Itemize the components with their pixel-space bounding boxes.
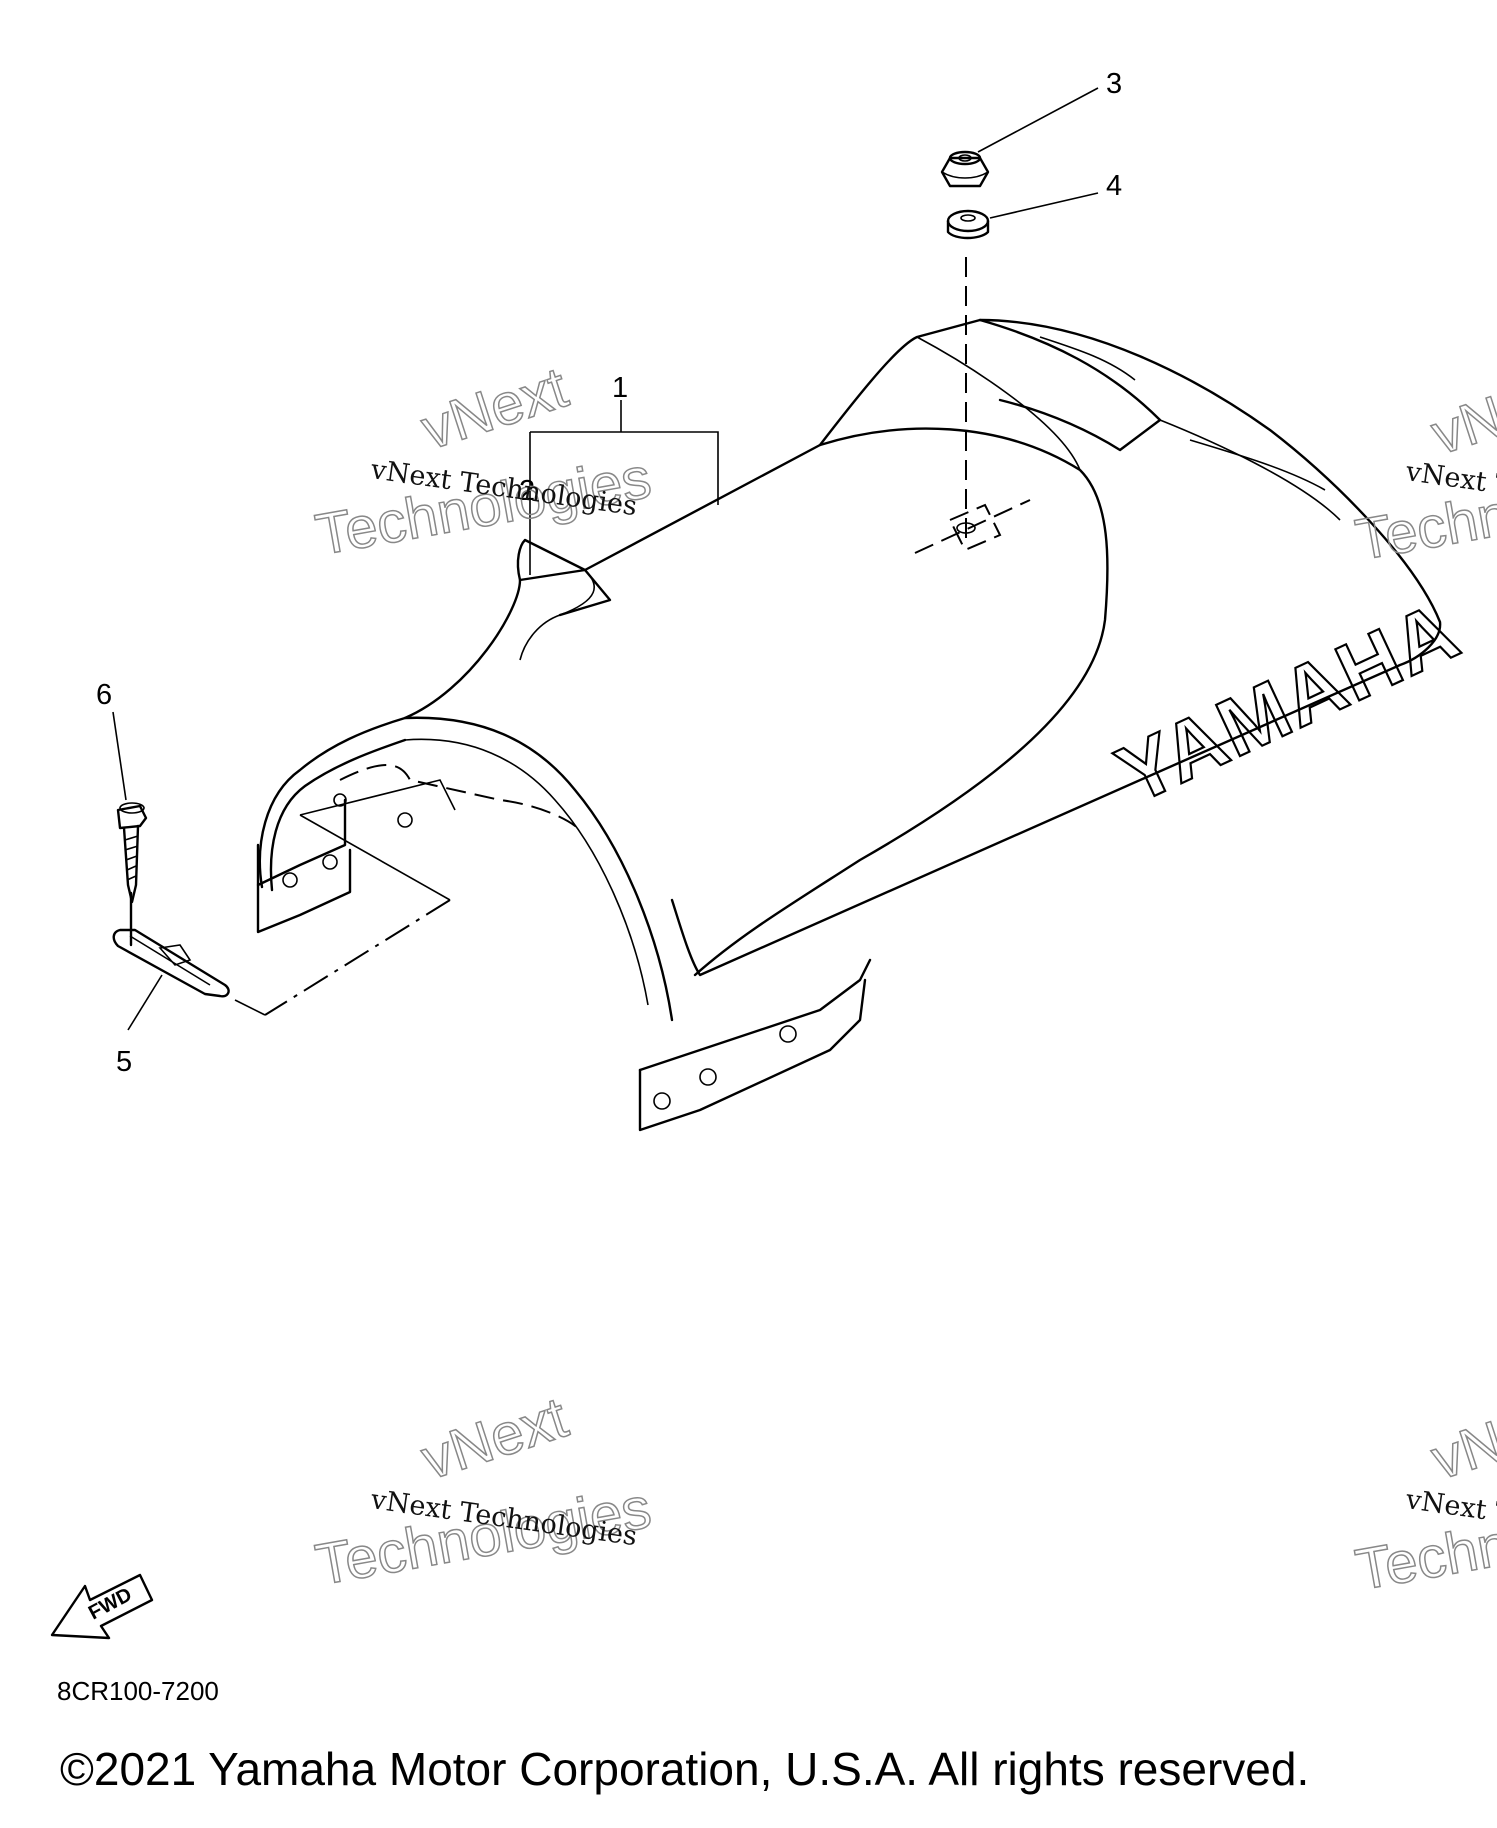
callout-6: 6 [96,679,112,711]
callout-5: 5 [116,1046,132,1078]
part-3-nut [940,150,990,188]
fwd-arrow-icon: FWD [50,1573,154,1640]
seat-logo-text: YAMAHA [1104,585,1473,821]
svg-text:vNext: vNext [1424,360,1497,468]
svg-text:vNext: vNext [414,355,575,463]
callout-4: 4 [1106,170,1122,202]
part-5-clip [112,928,230,998]
callout-3: 3 [1106,68,1122,100]
leader-lines [112,87,1099,1031]
seat-stud [914,499,1031,554]
seat: YAMAHA [234,318,1474,1132]
watermark-top-right: vNext Technologies vNext Technologies [1350,359,1497,574]
watermark-bottom-right: vNext Technologies vNext Technologies [1350,1384,1497,1604]
copyright-notice: ©2021 Yamaha Motor Corporation, U.S.A. A… [60,1743,1310,1795]
watermark-bottom-left: vNext Technologies vNext Technologies [310,1384,656,1599]
callout-1: 1 [612,372,628,404]
svg-text:vNext: vNext [1424,1385,1497,1493]
part-4-washer [946,209,990,240]
watermark-top-left: vNext Technologies vNext Technologies [310,354,656,569]
callout-2: 2 [519,475,535,507]
part-6-screw [116,802,148,904]
svg-text:vNext: vNext [414,1385,575,1493]
diagram-code: 8CR100-7200 [57,1676,219,1706]
